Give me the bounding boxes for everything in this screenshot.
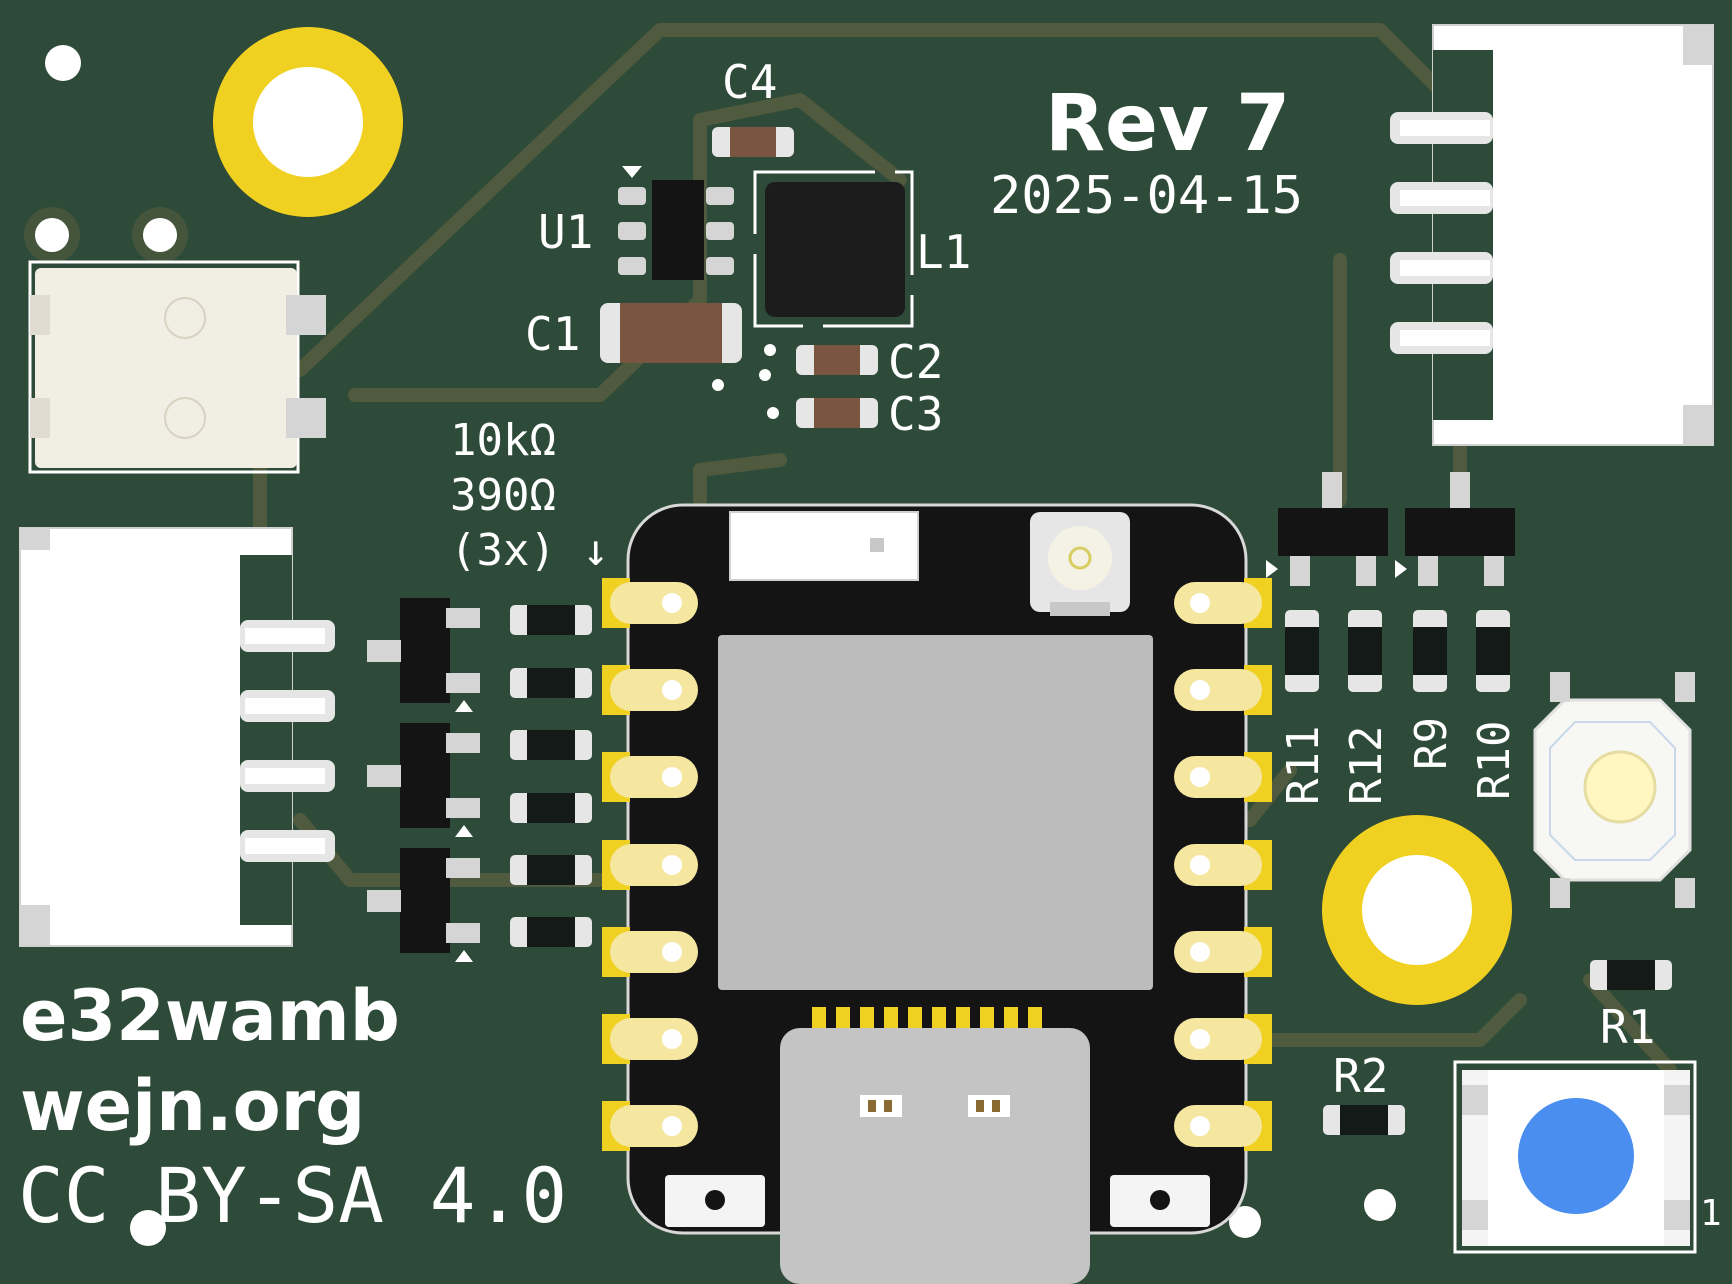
capacitor-c4: [712, 127, 794, 157]
connector-right: [1390, 24, 1714, 446]
c3-label: C3: [888, 387, 943, 441]
u1-label: U1: [538, 205, 593, 259]
r2-label: R2: [1333, 1049, 1388, 1103]
module-pads-right: [1174, 578, 1272, 1151]
capacitor-c3: [796, 398, 878, 428]
resistor-note-line1: 10kΩ: [450, 415, 556, 466]
connector-left: [19, 527, 335, 947]
c4-label: C4: [722, 55, 777, 109]
revision-label: Rev 7: [1045, 79, 1290, 169]
r11-label: R11: [1278, 726, 1329, 805]
usb-c-connector: [780, 1007, 1090, 1284]
board-website: wejn.org: [20, 1065, 365, 1147]
c1-label: C1: [525, 307, 580, 361]
resistor-note-line2: 390Ω: [450, 470, 556, 521]
module-pads-left: [602, 578, 698, 1151]
regulator-u1: [618, 166, 734, 280]
led-button: [1453, 1060, 1697, 1254]
c2-label: C2: [888, 335, 943, 389]
mounting-hole-right: [1322, 815, 1512, 1005]
r12-label: R12: [1341, 726, 1392, 805]
left-transistors: [367, 598, 480, 962]
resistor-r2: [1323, 1105, 1405, 1135]
right-transistors: [1266, 472, 1515, 586]
capacitor-c2: [796, 345, 878, 375]
board-name: e32wamb: [20, 975, 400, 1057]
resistor-r1: [1590, 960, 1672, 990]
date-label: 2025-04-15: [990, 166, 1303, 226]
board-license: CC BY-SA 4.0: [18, 1151, 567, 1240]
r9-label: R9: [1406, 717, 1457, 770]
tactile-switch: [1533, 672, 1695, 908]
resistor-note-line3: (3x) ↓: [450, 525, 609, 576]
mounting-hole-top-left: [213, 27, 403, 217]
module-corner-pads: [665, 1175, 1210, 1227]
slide-switch: [28, 260, 326, 474]
pin1-label: 1: [1700, 1193, 1722, 1234]
inductor-l1: [753, 170, 914, 328]
capacitor-c1: [600, 303, 742, 363]
l1-label: L1: [916, 225, 971, 279]
r10-label: R10: [1469, 721, 1520, 800]
left-resistors: [510, 605, 592, 947]
right-resistors: [1285, 610, 1510, 692]
r1-label: R1: [1600, 1000, 1655, 1054]
